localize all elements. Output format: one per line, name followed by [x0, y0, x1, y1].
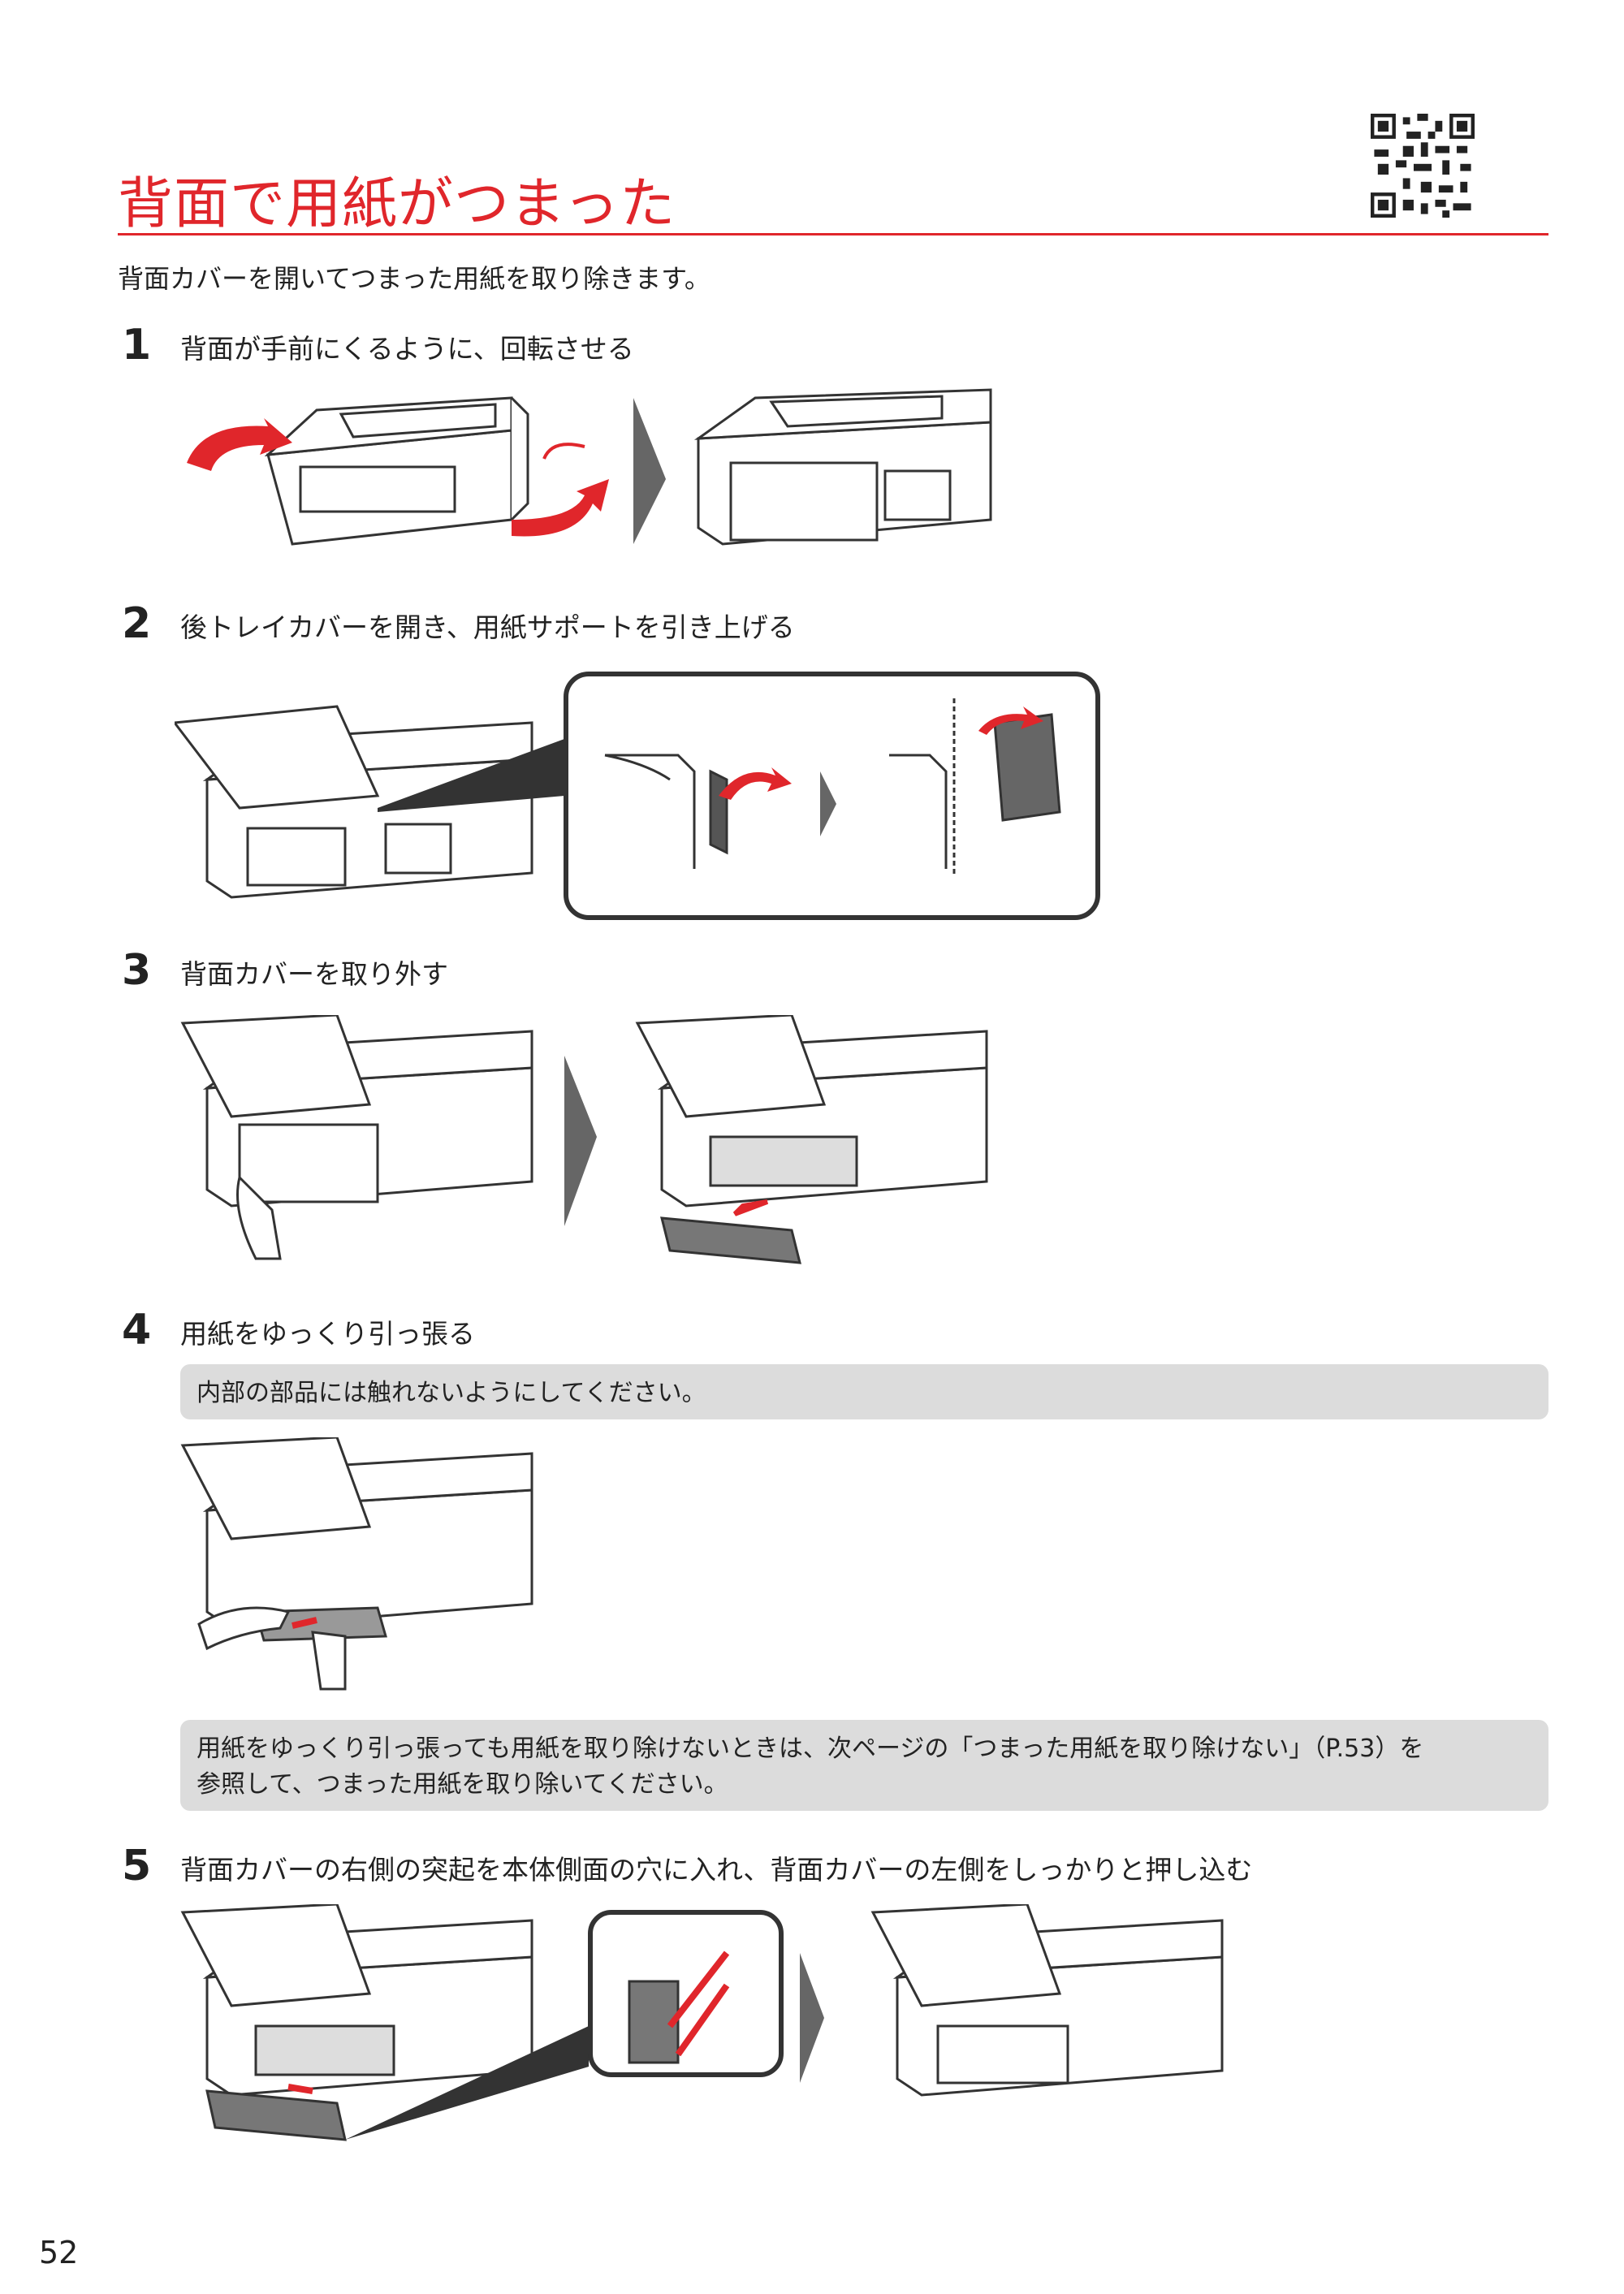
step-text: 後トレイカバーを開き、用紙サポートを引き上げる — [180, 611, 795, 643]
page-title: 背面で用紙がつまった — [118, 172, 676, 236]
rotate-printer-illustration — [187, 388, 992, 546]
pull-paper-illustration — [180, 1437, 533, 1691]
step-text: 背面カバーの右側の突起を本体側面の穴に入れ、背面カバーの左側をしっかりと押し込む — [180, 1854, 1253, 1886]
step-number: 1 — [122, 321, 152, 369]
step-number: 4 — [122, 1306, 152, 1354]
step-number: 3 — [122, 946, 152, 995]
step-text: 背面が手前にくるように、回転させる — [180, 333, 634, 365]
step-text: 背面カバーを取り外す — [180, 958, 448, 990]
intro-text: 背面カバーを開いてつまった用紙を取り除きます。 — [118, 263, 710, 294]
hint-note: 用紙をゆっくり引っ張っても用紙を取り除けないときは、次ページの「つまった用紙を取… — [180, 1720, 1548, 1811]
title-divider — [118, 233, 1548, 235]
page-number: 52 — [39, 2235, 79, 2270]
step-text: 用紙をゆっくり引っ張る — [180, 1318, 475, 1350]
hint-line-1: 用紙をゆっくり引っ張っても用紙を取り除けないときは、次ページの「つまった用紙を取… — [197, 1735, 1424, 1763]
hint-line-2: 参照して、つまった用紙を取り除いてください。 — [197, 1770, 728, 1799]
open-tray-cover-illustration — [175, 672, 1100, 920]
caution-note: 内部の部品には触れないようにしてください。 — [180, 1364, 1548, 1419]
qr-code-icon[interactable] — [1371, 114, 1475, 218]
remove-rear-cover-illustration — [180, 1015, 988, 1264]
step-number: 5 — [122, 1842, 152, 1890]
step-number: 2 — [122, 599, 152, 648]
attach-rear-cover-illustration — [180, 1904, 1224, 2141]
